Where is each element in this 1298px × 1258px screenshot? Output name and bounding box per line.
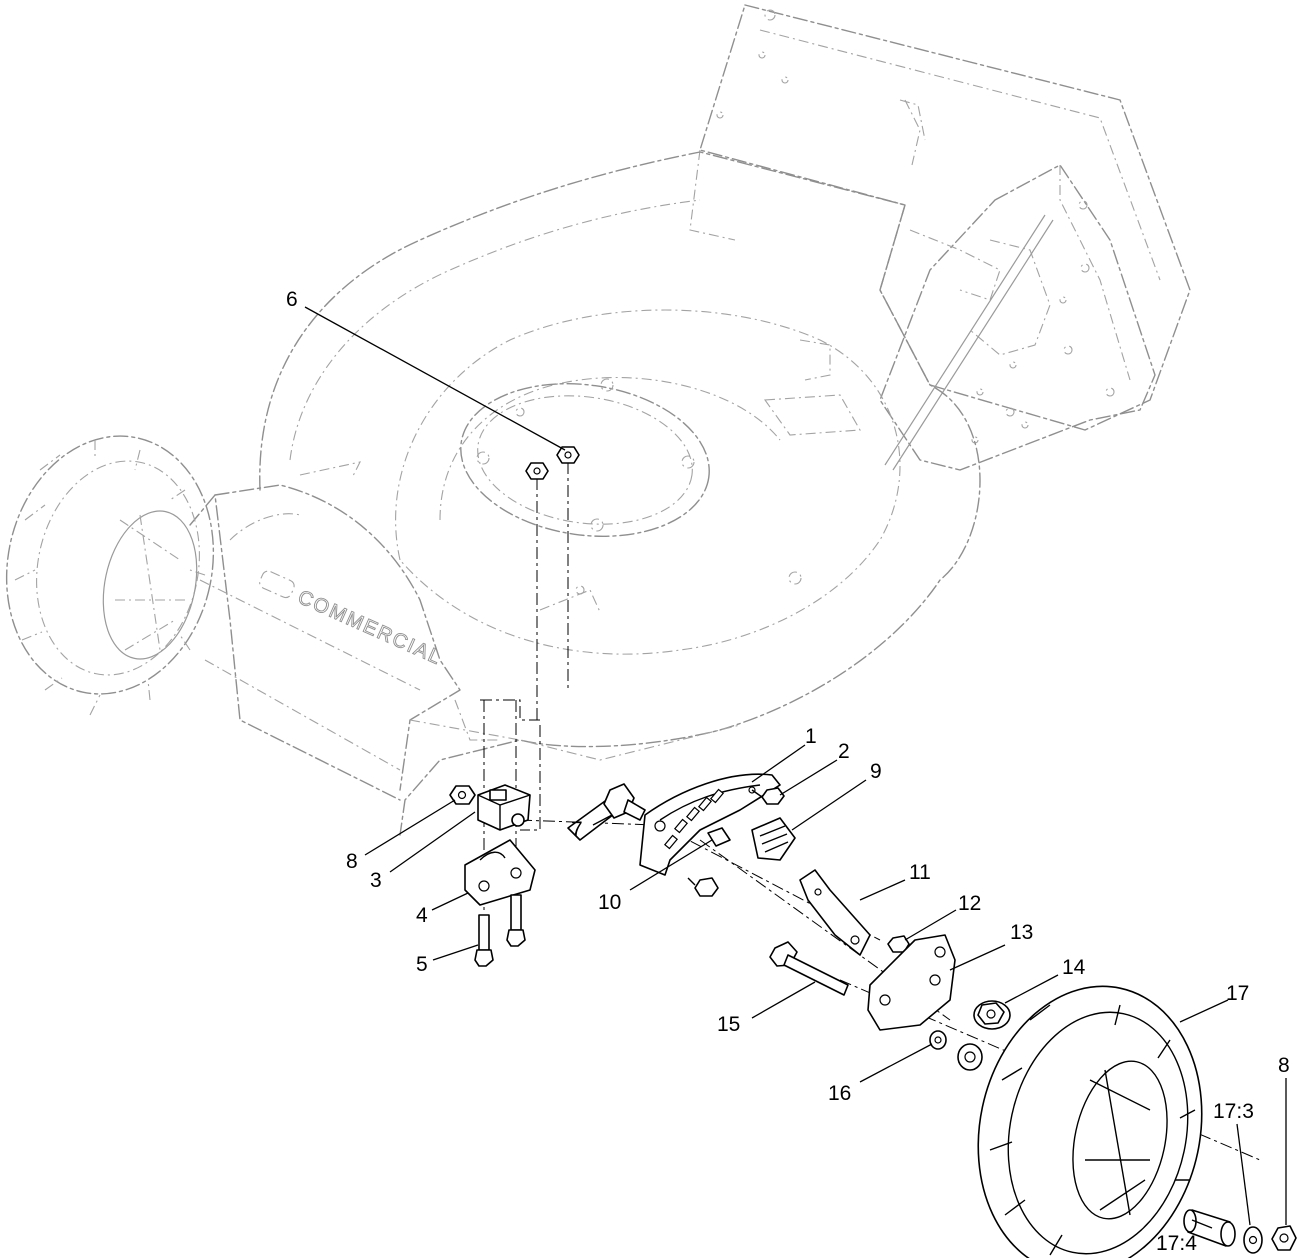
callout-8-left: 8 (346, 850, 358, 873)
part-8-nut-right (1271, 1225, 1297, 1251)
brand-text: COMMERCIAL (294, 586, 445, 669)
callout-11: 11 (909, 861, 931, 884)
callout-6: 6 (286, 288, 298, 311)
part-17-wheel (977, 985, 1203, 1258)
callout-4: 4 (416, 904, 428, 927)
part-11-lever-arm (799, 869, 871, 956)
part-9-grip (751, 817, 796, 861)
callout-8-right: 8 (1278, 1054, 1290, 1077)
callout-17-3: 17:3 (1213, 1100, 1254, 1123)
part-7-shoulder-bolt (567, 783, 646, 841)
callout-10: 10 (598, 891, 621, 914)
part-17-3-washer (1243, 1226, 1263, 1254)
callout-9: 9 (870, 760, 882, 783)
part-14-flange-nut (973, 1000, 1011, 1030)
callout-3: 3 (370, 869, 382, 892)
part-15-axle-bolt (769, 941, 849, 996)
callout-14: 14 (1062, 956, 1086, 979)
mower-deck-phantom: COMMERCIAL (189, 4, 1191, 836)
callout-1: 1 (805, 725, 817, 748)
left-wheel-phantom (5, 435, 215, 716)
callout-labels: 6 1 2 9 7 8 3 10 11 12 4 5 13 14 15 17 1… (286, 288, 1290, 1255)
callout-2: 2 (838, 740, 850, 763)
part-13-mount-plate (867, 934, 956, 1031)
part-4-bracket (464, 839, 536, 906)
part-3-pivot-block (477, 784, 531, 831)
part-16-washer (929, 1030, 983, 1071)
part-6-nuts (525, 446, 580, 480)
part-2-bolt (751, 787, 785, 805)
callout-5: 5 (416, 953, 428, 976)
leader-lines (304, 306, 1287, 1229)
brand-decal: COMMERCIAL (259, 570, 446, 670)
callout-17: 17 (1226, 982, 1249, 1005)
part-1-adjuster-plate (639, 773, 781, 876)
callout-16: 16 (828, 1082, 851, 1105)
callout-13: 13 (1010, 921, 1033, 944)
callout-7: 7 (571, 818, 583, 841)
part-8-nut-left (449, 785, 476, 805)
callout-12: 12 (958, 892, 981, 915)
part-10-clip (687, 827, 731, 897)
part-5-bolts (474, 894, 526, 967)
callout-15: 15 (717, 1013, 740, 1036)
part-17-4-bushing (1183, 1209, 1236, 1247)
callout-17-4: 17:4 (1156, 1232, 1197, 1255)
